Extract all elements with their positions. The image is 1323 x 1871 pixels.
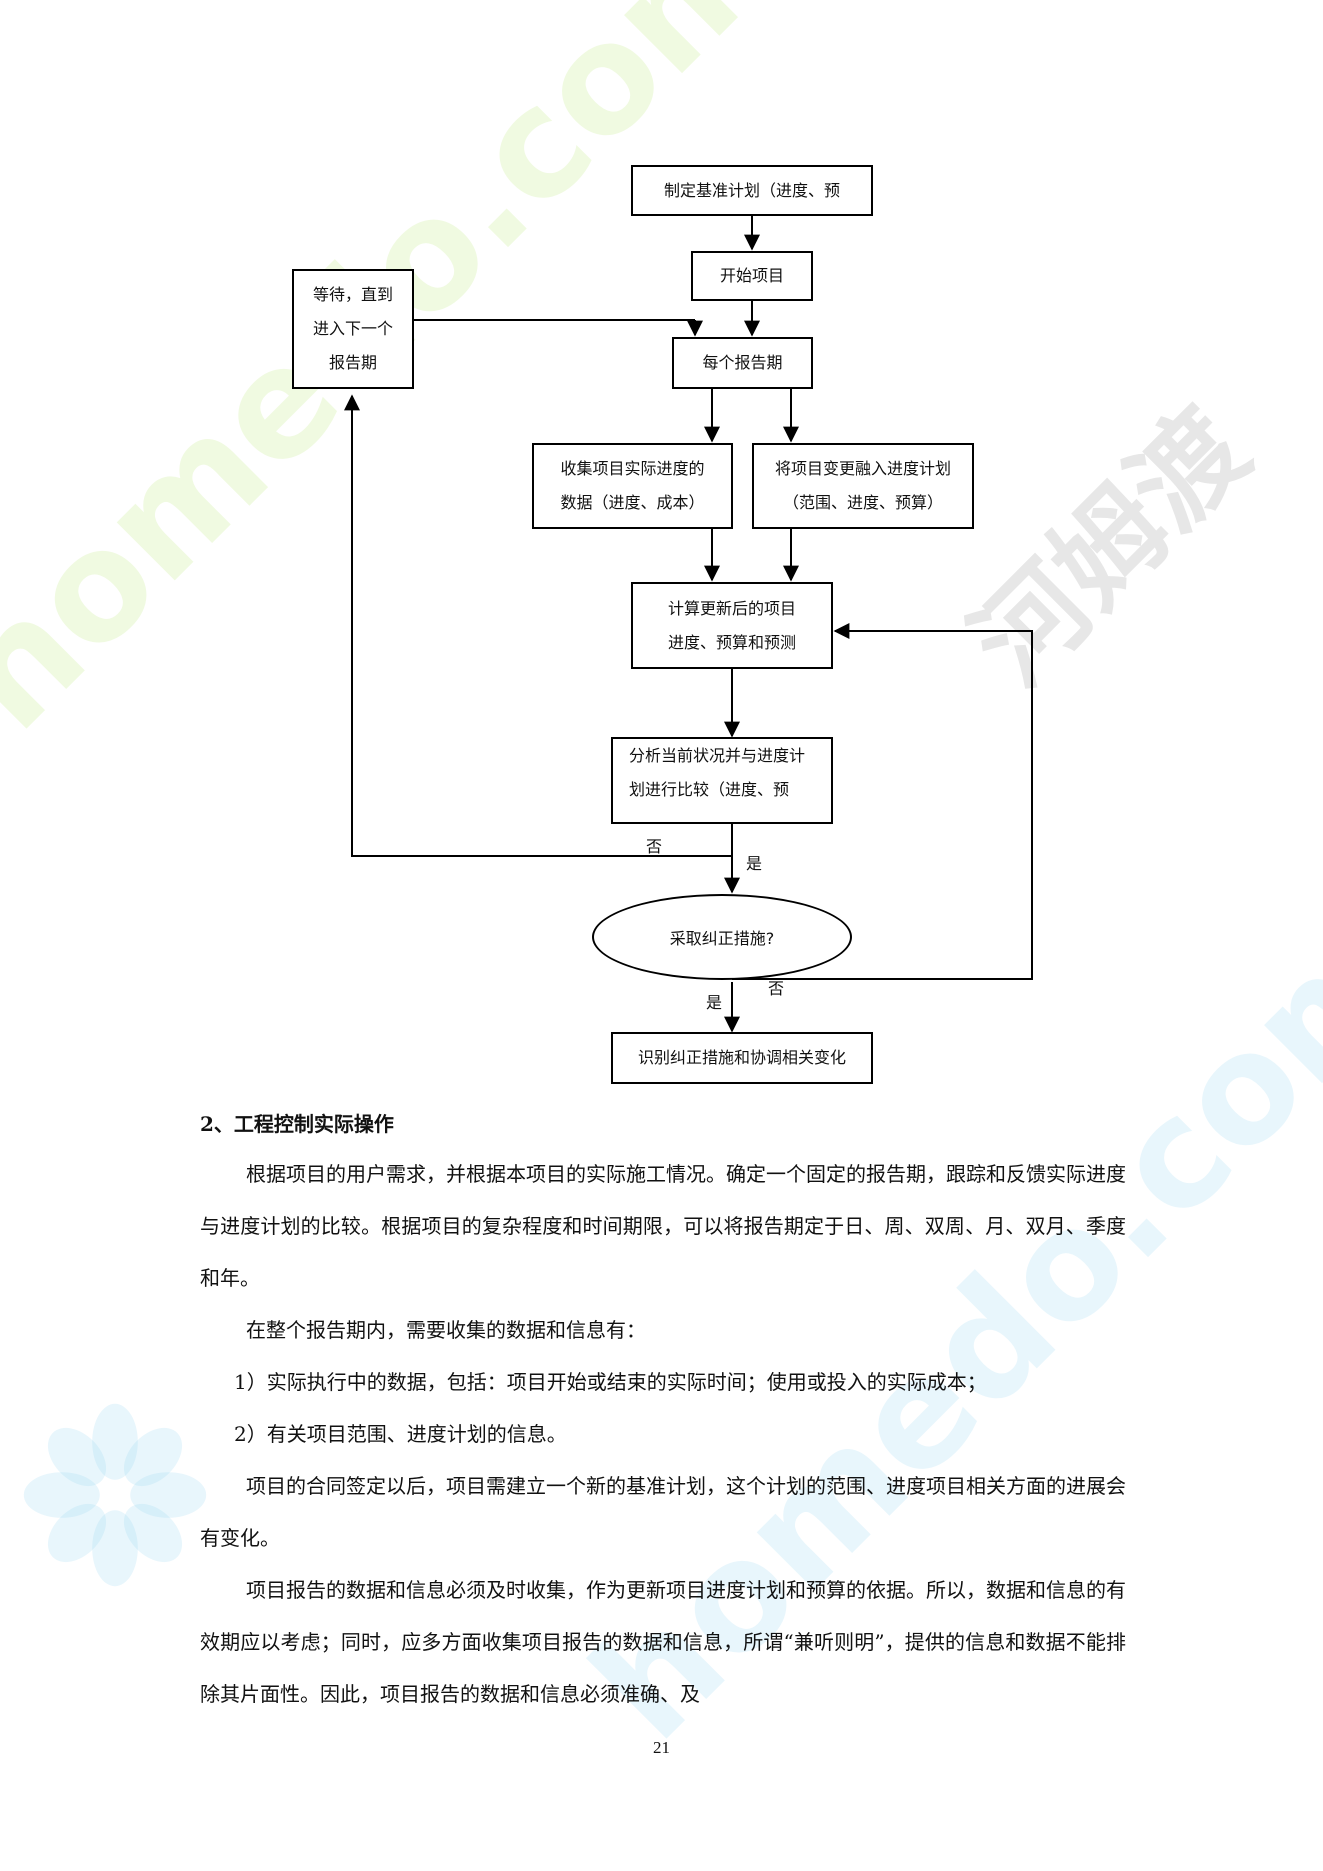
merge-line-2: （范围、进度、预算） — [782, 493, 943, 512]
wait-line-2: 进入下一个 — [312, 319, 393, 338]
paragraph-3: 1）实际执行中的数据，包括：项目开始或结束的实际时间；使用或投入的实际成本； — [234, 1370, 987, 1394]
decision-ellipse: 采取纠正措施? — [592, 894, 852, 980]
identify-measures-label: 识别纠正措施和协调相关变化 — [637, 1048, 846, 1067]
baseline-plan-box: 制定基准计划（进度、预 — [631, 165, 873, 216]
wait-box: 等待，直到 进入下一个 报告期 — [292, 269, 414, 389]
page-number: 21 — [653, 1738, 670, 1757]
calculate-line-1: 计算更新后的项目 — [667, 598, 796, 618]
label-yes-bottom: 是 — [706, 993, 723, 1012]
calculate-line-2: 进度、预算和预测 — [667, 632, 796, 652]
collect-line-1: 收集项目实际进度的 — [560, 459, 705, 478]
analyze-line-2: 划进行比较（进度、预 — [629, 780, 790, 799]
analyze-box: 分析当前状况并与进度计 划进行比较（进度、预 — [611, 737, 833, 824]
paragraph-5: 项目的合同签定以后，项目需建立一个新的基准计划，这个计划的范围、进度项目相关方面… — [200, 1474, 1126, 1550]
watermark-flower-icon — [23, 1403, 207, 1587]
paragraph-2: 在整个报告期内，需要收集的数据和信息有： — [246, 1318, 646, 1342]
paragraph-6: 项目报告的数据和信息必须及时收集，作为更新项目进度计划和预算的依据。所以，数据和… — [200, 1578, 1126, 1706]
wait-line-3: 报告期 — [328, 353, 377, 372]
calculate-box: 计算更新后的项目 进度、预算和预测 — [631, 582, 833, 669]
report-period-label: 每个报告期 — [702, 353, 783, 372]
start-project-label: 开始项目 — [719, 266, 784, 285]
paragraph-1: 根据项目的用户需求，并根据本项目的实际施工情况。确定一个固定的报告期，跟踪和反馈… — [200, 1162, 1126, 1290]
merge-line-1: 将项目变更融入进度计划 — [774, 459, 951, 478]
wait-line-1: 等待，直到 — [312, 285, 393, 304]
label-no-left: 否 — [646, 837, 663, 856]
report-period-box: 每个报告期 — [672, 337, 813, 389]
label-no-right: 否 — [768, 979, 785, 998]
flowchart-connectors — [344, 216, 1033, 1033]
start-project-box: 开始项目 — [691, 251, 813, 301]
analyze-line-1: 分析当前状况并与进度计 — [629, 746, 806, 765]
paragraph-4: 2）有关项目范围、进度计划的信息。 — [234, 1422, 567, 1446]
merge-changes-box: 将项目变更融入进度计划 （范围、进度、预算） — [752, 443, 974, 529]
decision-label: 采取纠正措施? — [669, 929, 775, 948]
section-heading: 2、工程控制实际操作 — [200, 1112, 394, 1136]
identify-measures-box: 识别纠正措施和协调相关变化 — [611, 1032, 873, 1084]
baseline-plan-label: 制定基准计划（进度、预 — [663, 180, 840, 200]
collect-line-2: 数据（进度、成本） — [560, 493, 705, 512]
collect-data-box: 收集项目实际进度的 数据（进度、成本） — [532, 443, 733, 529]
label-yes-top: 是 — [746, 854, 763, 873]
